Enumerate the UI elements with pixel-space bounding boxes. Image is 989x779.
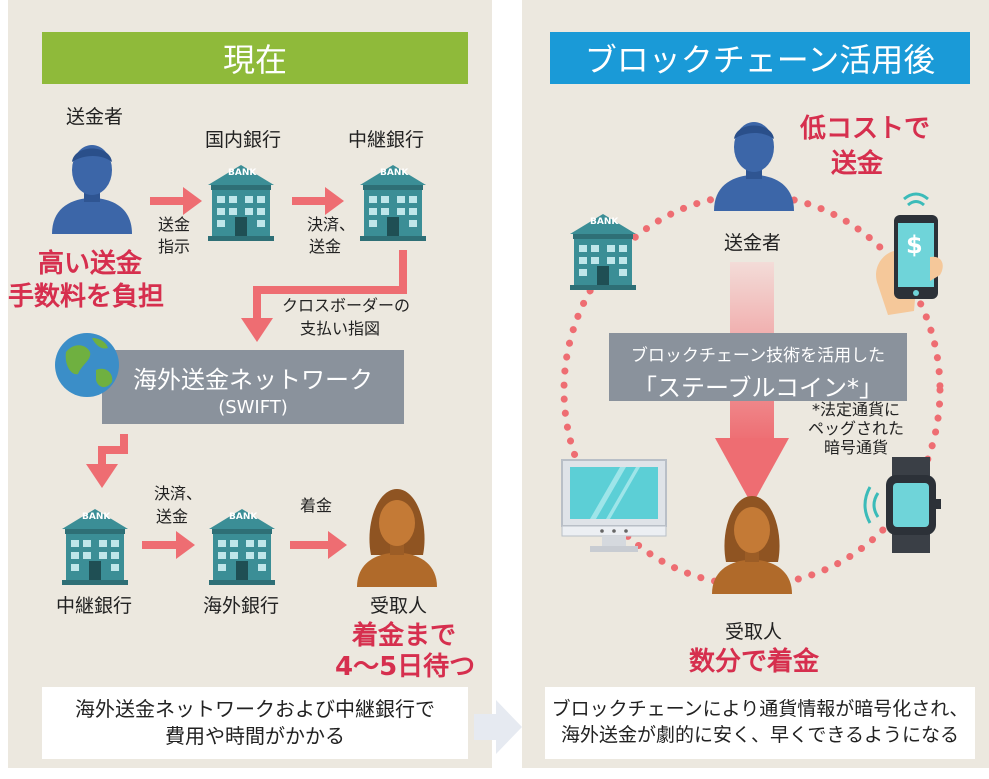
network-sub-label: (SWIFT) (218, 397, 288, 418)
tech-label: ブロックチェーン技術を活用した (630, 346, 886, 366)
stablecoin-note: *法定通貨に ペッグされた 暗号通貨 (808, 400, 904, 458)
step2-label: 送金 (309, 237, 342, 256)
smartwatch-icon (863, 457, 941, 553)
phone-dollar-symbol: $ (906, 231, 923, 259)
smartphone-icon (876, 192, 943, 315)
after-summary-box: ブロックチェーンにより通貨情報が暗号化され、 海外送金が劇的に安く、早くできるよ… (545, 687, 975, 759)
summary-line: ブロックチェーンにより通貨情報が暗号化され、 (551, 698, 969, 721)
cross-border-label: 支払い指図 (300, 319, 381, 338)
receiver-label: 受取人 (370, 595, 428, 617)
relay-bank-bottom-label: 中継銀行 (56, 595, 133, 617)
minutes-text: 数分で着金 (689, 647, 820, 677)
bank-sign-text: BANK (229, 512, 258, 522)
after-header: ブロックチェーン活用後 (550, 32, 970, 84)
current-header: 現在 (42, 32, 468, 84)
low-cost-text-2: 送金 (831, 149, 884, 179)
wait-text-2: 4～5日待つ (335, 652, 476, 682)
step2-label: 決済、 (307, 215, 356, 234)
step1-label: 指示 (158, 237, 191, 256)
low-cost-text-1: 低コストで (800, 114, 931, 144)
bank-sign-text: BANK (228, 168, 257, 178)
receiver-person-icon (712, 496, 792, 594)
summary-line: 費用や時間がかかる (165, 724, 345, 748)
receiver-label: 受取人 (725, 621, 783, 643)
note-line: ペッグされた (808, 419, 905, 439)
cost-text-2: 手数料を負担 (8, 282, 165, 312)
wait-text-1: 着金まで (352, 621, 457, 651)
foreign-bank-label: 海外銀行 (203, 595, 280, 617)
swift-network-box: 海外送金ネットワーク (SWIFT) (102, 350, 404, 424)
note-line: 暗号通貨 (824, 438, 889, 458)
summary-line: 海外送金が劇的に安く、早くできるようになる (560, 724, 960, 746)
bank-sign-text: BANK (82, 512, 111, 522)
computer-monitor-icon (561, 459, 667, 552)
domestic-bank-label: 国内銀行 (205, 129, 282, 151)
bank-sign-text: BANK (590, 217, 619, 227)
step1-label: 送金 (158, 215, 191, 234)
note-line: *法定通貨に (812, 400, 901, 419)
sender-label: 送金者 (66, 106, 124, 128)
bank-sign-text: BANK (380, 168, 409, 178)
relay-bank-top-label: 中継銀行 (348, 129, 425, 151)
globe-icon (55, 333, 119, 397)
sender-label: 送金者 (724, 232, 782, 254)
sender-person-icon (714, 122, 794, 211)
current-summary-box: 海外送金ネットワークおよび中継銀行で 費用や時間がかかる (42, 687, 468, 759)
cost-text-1: 高い送金 (38, 249, 143, 279)
step3-label: 決済、 (154, 484, 203, 503)
step3-label: 送金 (156, 507, 189, 526)
step4-label: 着金 (300, 496, 333, 515)
cross-border-label: クロスボーダーの (282, 296, 411, 315)
stablecoin-box: ブロックチェーン技術を活用した 「ステーブルコイン*」 (609, 333, 907, 402)
summary-line: 海外送金ネットワークおよび中継銀行で (75, 697, 435, 721)
network-label: 海外送金ネットワーク (133, 366, 373, 394)
stablecoin-label: 「ステーブルコイン*」 (632, 374, 884, 402)
